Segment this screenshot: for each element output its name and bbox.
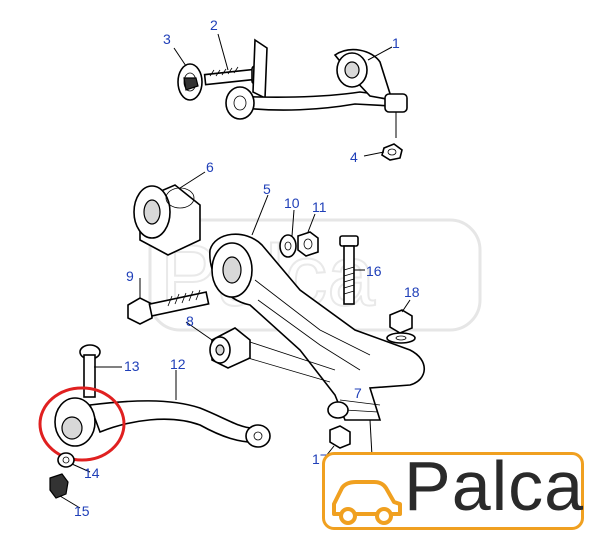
highlight-circle	[38, 386, 126, 462]
car-icon	[332, 480, 402, 525]
part-10-washer	[279, 234, 297, 258]
part-9-bolt	[127, 289, 210, 325]
callout-5: 5	[263, 181, 271, 197]
part-18-nut	[386, 309, 416, 344]
part-6-bush	[133, 184, 201, 256]
part-17-nut	[329, 425, 351, 449]
callout-13: 13	[124, 358, 140, 374]
callout-12: 12	[170, 356, 186, 372]
callout-18: 18	[404, 284, 420, 300]
part-15-nut	[49, 473, 69, 499]
callout-11: 11	[312, 199, 327, 215]
logo-text: Palca	[404, 447, 585, 525]
part-13-bolt	[79, 344, 101, 398]
callout-16: 16	[366, 263, 382, 279]
leader-lines	[59, 33, 411, 509]
part-16-bolt	[339, 235, 359, 305]
callout-6: 6	[206, 159, 214, 175]
part-8-bush	[209, 327, 336, 383]
part-12-lower-link-arm	[54, 397, 271, 448]
part-4-nut	[381, 143, 403, 161]
callout-2: 2	[210, 17, 218, 33]
callout-7: 7	[354, 385, 362, 401]
callout-3: 3	[163, 31, 171, 47]
part-11-nut	[297, 231, 319, 257]
callout-8: 8	[186, 313, 194, 329]
callout-1: 1	[392, 35, 400, 51]
callout-15: 15	[74, 503, 90, 519]
callout-9: 9	[126, 268, 134, 284]
callout-4: 4	[350, 149, 358, 165]
part-14-washer	[57, 452, 75, 468]
callout-10: 10	[284, 195, 300, 211]
part-3-washer	[177, 63, 203, 101]
palca-logo	[322, 452, 584, 530]
part-1-upper-arm	[225, 38, 408, 138]
callout-14: 14	[84, 465, 100, 481]
callout-labels: 1 2 3 4 5 6 7 8 9 10 11 12 13 14 15 16 1…	[74, 17, 420, 519]
